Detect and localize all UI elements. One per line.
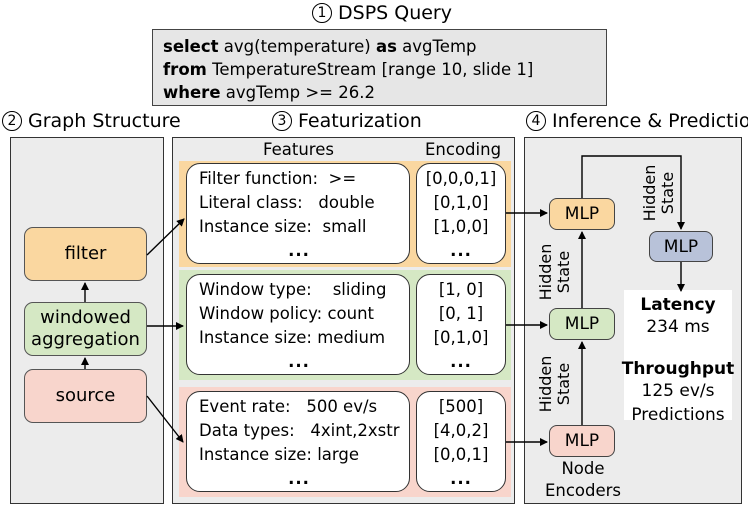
filter-encoding-row: [0,1,0] (433, 193, 489, 212)
mlp-label: MLP (564, 204, 600, 224)
query-title: DSPS Query (338, 2, 452, 24)
source-features-box: Event rate: 500 ev/s Data types: 4xint,2… (186, 391, 410, 492)
throughput-value: 125 ev/s (641, 381, 715, 401)
filter-node: filter (24, 227, 147, 281)
latency-value: 234 ms (646, 317, 710, 337)
predictions-label: Predictions (631, 405, 725, 425)
step-2-badge: 2 (2, 111, 22, 131)
filter-features-box: Filter function: >= Literal class: doubl… (186, 163, 410, 264)
window-encoding-ellipsis: ... (450, 352, 472, 371)
mlp-label: MLP (564, 431, 600, 451)
source-encoding-row: [0,0,1] (433, 445, 489, 464)
step-1-badge: 1 (312, 3, 332, 23)
filter-encoding-row: [0,0,0,1] (425, 169, 497, 188)
source-encoding-ellipsis: ... (450, 469, 472, 488)
window-feature-row: Instance size: medium (199, 328, 386, 347)
features-header: Features (263, 140, 334, 159)
window-feature-row: Window type: sliding (199, 280, 387, 299)
window-feature-row: Window policy: count (199, 304, 375, 323)
mlp-label: MLP (564, 314, 600, 334)
filter-feature-row: Instance size: small (199, 217, 367, 236)
predictions-output: Latency 234 ms Throughput 125 ev/s Predi… (610, 294, 746, 426)
inference-title: Inference & Prediction (552, 110, 748, 132)
window-encoding-box: [1, 0] [0, 1] [0,1,0] ... (416, 274, 506, 375)
filter-feature-row: Filter function: >= (199, 169, 357, 188)
windowed-node-label-2: aggregation (31, 329, 140, 350)
source-feature-row: Data types: 4xint,2xstr (199, 421, 400, 440)
source-feature-row: Instance size: large (199, 445, 360, 464)
edge-filter-to-features (146, 218, 185, 256)
window-features-box: Window type: sliding Window policy: coun… (186, 274, 410, 375)
mlp-label: MLP (663, 236, 699, 257)
mlp-filter: MLP (549, 198, 615, 230)
source-node: source (24, 369, 147, 423)
step-3-badge: 3 (272, 111, 292, 131)
mlp-source: MLP (549, 425, 615, 457)
query-line-where: where avgTemp >= 26.2 (163, 83, 375, 102)
query-line-select: select avg(temperature) as avgTemp (163, 37, 477, 56)
filter-node-label: filter (64, 243, 107, 264)
windowed-aggregation-node: windowed aggregation (24, 302, 147, 356)
filter-encoding-box: [0,0,0,1] [0,1,0] [1,0,0] ... (416, 163, 506, 264)
query-line-from: from TemperatureStream [range 10, slide … (163, 60, 534, 79)
window-encoding-row: [0, 1] (438, 304, 484, 323)
encoders-word: Encoders (544, 481, 622, 500)
filter-encoding-ellipsis: ... (450, 241, 472, 260)
source-node-label: source (55, 385, 116, 406)
source-feature-ellipsis: ... (288, 469, 310, 488)
graph-section-title: 2 Graph Structure (2, 110, 181, 132)
filter-feature-ellipsis: ... (288, 241, 310, 260)
filter-encoding-row: [1,0,0] (433, 217, 489, 236)
source-encoding-box: [500] [4,0,2] [0,0,1] ... (416, 391, 506, 492)
query-section-title: 1 DSPS Query (312, 2, 452, 24)
edge-source-to-features (146, 395, 184, 443)
source-encoding-row: [4,0,2] (433, 421, 489, 440)
inference-section-title: 4 Inference & Prediction (526, 110, 748, 132)
latency-label: Latency (640, 295, 716, 315)
step-4-badge: 4 (526, 111, 546, 131)
mlp-predictor: MLP (649, 231, 713, 262)
filter-feature-row: Literal class: double (199, 193, 375, 212)
window-feature-ellipsis: ... (288, 352, 310, 371)
throughput-label: Throughput (621, 359, 735, 379)
window-encoding-row: [1, 0] (438, 280, 484, 299)
mlp-window: MLP (549, 308, 615, 340)
window-encoding-row: [0,1,0] (433, 328, 489, 347)
source-feature-row: Event rate: 500 ev/s (199, 397, 378, 416)
edge-hidden-to-predictor (581, 155, 685, 230)
featurization-section-title: 3 Featurization (272, 110, 422, 132)
query-box: select avg(temperature) as avgTemp from … (152, 29, 607, 106)
windowed-node-label-1: windowed (40, 307, 131, 328)
featurization-title: Featurization (298, 110, 422, 132)
prediction-box (624, 290, 732, 420)
source-encoding-row: [500] (438, 397, 484, 416)
graph-title: Graph Structure (28, 110, 181, 132)
encoding-header: Encoding (425, 140, 502, 159)
node-word: Node (561, 459, 605, 478)
node-encoders-label: Node Encoders (538, 458, 628, 502)
